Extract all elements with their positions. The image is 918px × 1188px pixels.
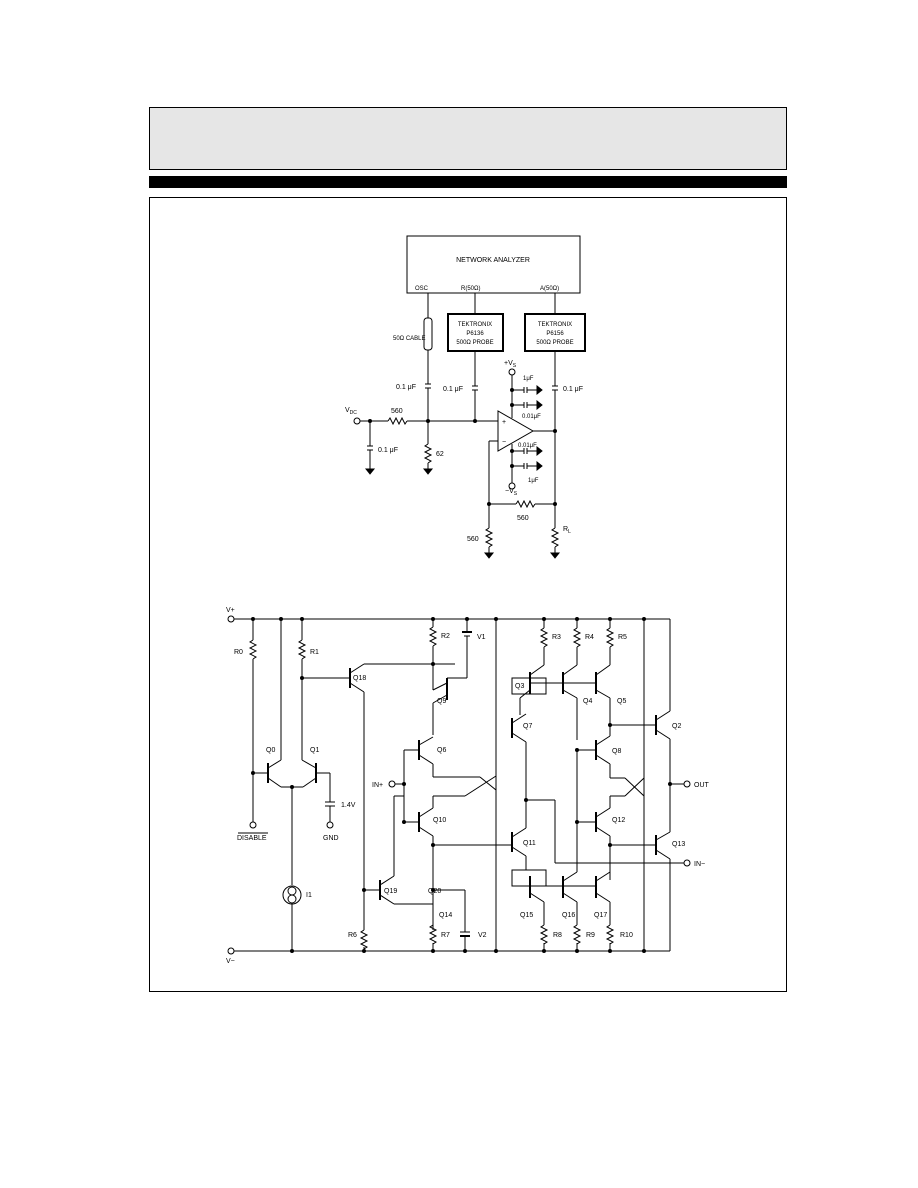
r560-fb-label: 560 [517, 515, 529, 522]
r560-gnd-label: 560 [467, 536, 479, 543]
header-box [149, 107, 787, 170]
r6-label: R6 [348, 932, 357, 939]
q8-label: Q8 [612, 748, 621, 755]
resistor-560-feedback [515, 499, 536, 509]
probe1-line2: P6136 [466, 331, 484, 337]
cap-label-c: 0.1 μF [563, 386, 583, 393]
cable-symbol [423, 317, 433, 351]
q12-label: Q12 [612, 817, 625, 824]
vplus-label: V+ [226, 607, 235, 614]
q20-label: Q20 [428, 888, 441, 895]
cable-label: 50Ω CABLE [393, 336, 426, 342]
probe1-line1: TEKTRONIX [458, 322, 492, 328]
q17-label: Q17 [594, 912, 607, 919]
vdc-label: VDC [345, 407, 357, 416]
q5-label: Q5 [617, 698, 626, 705]
cap-001-top-label: 0.01μF [522, 414, 541, 420]
in-minus-label: IN− [694, 861, 705, 868]
r0-label: R0 [234, 649, 243, 656]
rl-label: RL [563, 526, 571, 535]
r10-label: R10 [620, 932, 633, 939]
q1-label: Q1 [310, 747, 319, 754]
opamp-symbol [497, 410, 535, 452]
out-terminal [683, 780, 691, 788]
gnd-label: GND [323, 835, 339, 842]
q6-label: Q6 [437, 747, 446, 754]
r3-label: R3 [552, 634, 561, 641]
opamp-minus: − [502, 439, 506, 446]
q0-label: Q0 [266, 747, 275, 754]
cap-label-a: 0.1 μF [396, 384, 416, 391]
v1-label: V1 [477, 634, 486, 641]
resistor-560-input [387, 416, 408, 426]
network-analyzer-box [406, 235, 581, 294]
q13-label: Q13 [672, 841, 685, 848]
r9-label: R9 [586, 932, 595, 939]
q7-label: Q7 [523, 723, 532, 730]
r4-label: R4 [585, 634, 594, 641]
disable-terminal [249, 821, 257, 829]
figure-frame [149, 197, 787, 992]
r1-label: R1 [310, 649, 319, 656]
resistor-62 [423, 443, 433, 464]
q14-label: Q14 [439, 912, 452, 919]
vs-neg-label: −VS [505, 488, 518, 497]
q18-label: Q18 [353, 675, 366, 682]
test-circuit: NETWORK ANALYZER OSC R(50Ω) A(50Ω) 50Ω C… [345, 235, 586, 559]
schematic: V+ V− R0 DISABLE Q0 R1 [226, 607, 710, 965]
resistor-rl [550, 527, 560, 548]
vs-pos-label: +VS [504, 360, 517, 369]
q19-label: Q19 [384, 888, 397, 895]
in-plus-terminal [388, 780, 396, 788]
vplus-terminal [227, 615, 235, 623]
probe2-line3: 500Ω PROBE [536, 340, 573, 346]
r8-label: R8 [553, 932, 562, 939]
q15-label: Q15 [520, 912, 533, 919]
vs-neg-terminal [508, 482, 516, 490]
vdc-terminal [353, 417, 361, 425]
resistor-560-gnd [484, 527, 494, 548]
port-osc: OSC [415, 286, 429, 292]
cap-label-vdc: 0.1 μF [378, 447, 398, 454]
cap-001-bot-label: 0.01μF [518, 443, 537, 449]
q11-label: Q11 [523, 840, 536, 847]
r5-label: R5 [618, 634, 627, 641]
probe2-line1: TEKTRONIX [538, 322, 572, 328]
r2-label: R2 [441, 633, 450, 640]
r560-input-label: 560 [391, 408, 403, 415]
q9-label: Q9 [437, 698, 446, 705]
port-r50: R(50Ω) [461, 286, 481, 292]
r62-label: 62 [436, 451, 444, 458]
in-plus-label: IN+ [372, 782, 383, 789]
i1-label: I1 [306, 892, 312, 899]
probe2-line2: P6156 [546, 331, 564, 337]
title-bar [149, 176, 787, 188]
vminus-terminal [227, 947, 235, 955]
disable-label: DISABLE [237, 835, 267, 842]
in-minus-terminal [683, 859, 691, 867]
vminus-label: V− [226, 958, 235, 965]
cap-1u-top-label: 1μF [523, 376, 534, 382]
vs-pos-terminal [508, 368, 516, 376]
probe1-line3: 500Ω PROBE [456, 340, 493, 346]
opamp-plus: + [502, 419, 506, 426]
r7-label: R7 [441, 932, 450, 939]
port-a50: A(50Ω) [540, 286, 559, 292]
v14-label: 1.4V [341, 802, 356, 809]
cap-label-b: 0.1 μF [443, 386, 463, 393]
v2-label: V2 [478, 932, 487, 939]
out-label: OUT [694, 782, 710, 789]
q4-label: Q4 [583, 698, 592, 705]
gnd-terminal [326, 821, 334, 829]
q2-label: Q2 [672, 723, 681, 730]
q3-label: Q3 [515, 683, 524, 690]
cap-1u-bot-label: 1μF [528, 478, 539, 484]
network-analyzer-title: NETWORK ANALYZER [456, 257, 530, 264]
q16-label: Q16 [562, 912, 575, 919]
q10-label: Q10 [433, 817, 446, 824]
